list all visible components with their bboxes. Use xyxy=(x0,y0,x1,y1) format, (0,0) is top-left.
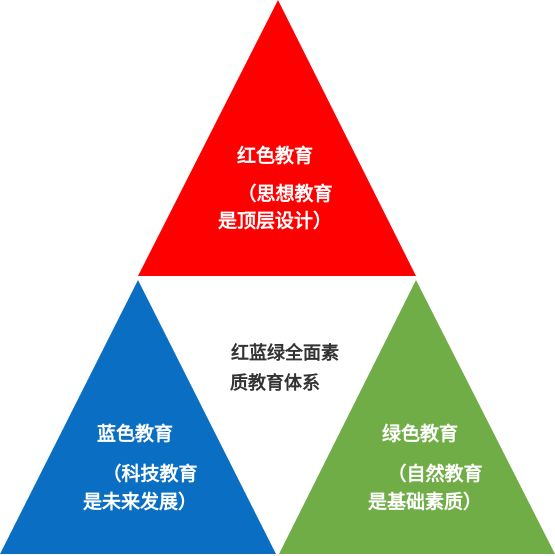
system-title-line1: 红蓝绿全面素 xyxy=(231,343,339,364)
red-triangle xyxy=(138,0,416,276)
red-education-title: 红色教育 xyxy=(236,145,313,167)
green-triangle xyxy=(279,280,555,554)
red-education-subtitle-line1: （思想教育 xyxy=(237,183,333,205)
red-education-subtitle-line2: 是顶层设计） xyxy=(217,210,332,232)
green-education-title: 绿色教育 xyxy=(381,423,458,445)
green-education-subtitle-line1: （自然教育 xyxy=(387,463,483,485)
green-education-subtitle-line2: 是基础素质） xyxy=(367,491,482,513)
blue-triangle xyxy=(0,280,276,554)
blue-education-title: 蓝色教育 xyxy=(96,423,173,445)
blue-education-subtitle-line1: （科技教育 xyxy=(102,463,198,485)
system-title-line2: 质教育体系 xyxy=(230,373,320,394)
blue-education-subtitle-line2: 是未来发展） xyxy=(82,491,197,513)
